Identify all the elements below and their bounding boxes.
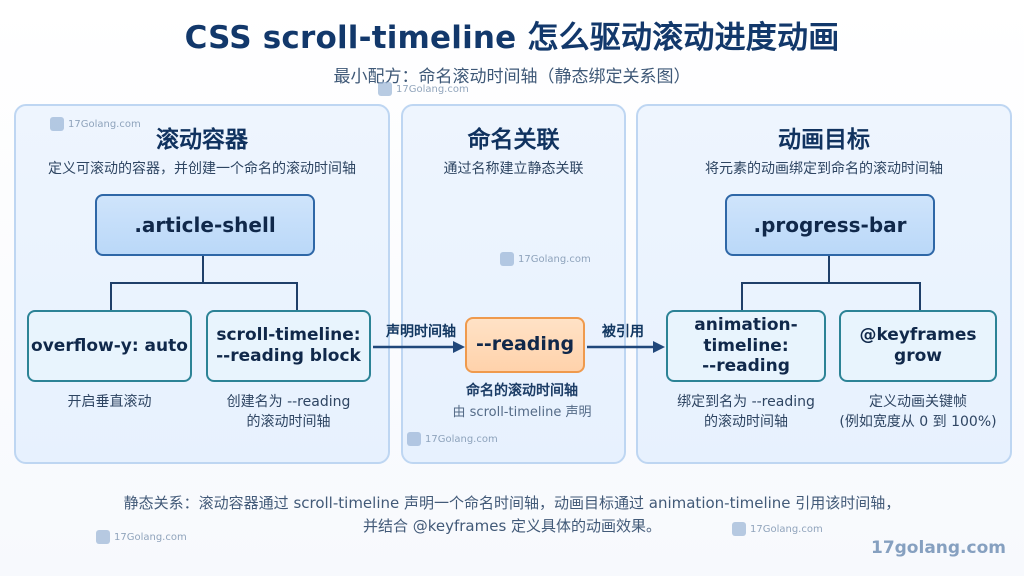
overflow-node: overflow-y: auto: [27, 310, 192, 382]
middle-to-right-arrow-head: [653, 341, 665, 353]
watermark-text: 17Golang.com: [425, 433, 498, 445]
animation-timeline-node: animation-timeline: --reading: [666, 310, 826, 382]
overflow-note-text: 开启垂直滚动: [67, 394, 152, 410]
watermark-text: 17Golang.com: [396, 83, 469, 95]
watermark-logo-icon: [732, 522, 746, 536]
left-panel: 滚动容器 定义可滚动的容器，并创建一个命名的滚动时间轴: [14, 104, 390, 464]
article-shell-node: .article-shell: [95, 194, 315, 256]
watermark-logo-icon: [378, 82, 392, 96]
middle-to-right-arrow: [587, 341, 665, 353]
middle-panel-subtitle: 通过名称建立静态关联: [443, 161, 584, 177]
footer-line-1: 静态关系：滚动容器通过 scroll-timeline 声明一个命名时间轴，动画…: [123, 494, 901, 512]
right-tree-horizontal-line: [741, 282, 921, 284]
scroll-timeline-node: scroll-timeline: --reading block: [206, 310, 371, 382]
watermark-text: 17Golang.com: [518, 253, 591, 265]
animation-timeline-line-1: animation-timeline:: [694, 314, 798, 356]
animation-timeline-note: 绑定到名为 --reading 的滚动时间轴: [664, 392, 828, 433]
scroll-timeline-line-2: --reading block: [216, 346, 361, 366]
middle-note-sub: 由 scroll-timeline 声明: [452, 405, 592, 420]
watermark-left-panel: 17Golang.com: [50, 117, 141, 131]
left-tree-left-drop: [110, 282, 112, 310]
scroll-timeline-line-1: scroll-timeline:: [216, 325, 361, 346]
watermark-logo-icon: [500, 252, 514, 266]
referenced-edge-label: 被引用: [602, 324, 644, 340]
left-panel-subtitle: 定义可滚动的容器，并创建一个命名的滚动时间轴: [48, 161, 356, 177]
keyframes-note-line-1: 定义动画关键帧: [869, 394, 967, 410]
watermark-text: 17Golang.com: [68, 118, 141, 130]
progress-bar-node: .progress-bar: [725, 194, 935, 256]
watermark-bottom-right: 17Golang.com: [732, 522, 823, 536]
scroll-timeline-note-line-1: 创建名为 --reading: [226, 394, 351, 410]
right-panel: 动画目标 将元素的动画绑定到命名的滚动时间轴: [636, 104, 1012, 464]
watermark-logo-icon: [50, 117, 64, 131]
watermark-logo-icon: [407, 432, 421, 446]
watermark-middle-bottom: 17Golang.com: [407, 432, 498, 446]
page-subtitle: 最小配方：命名滚动时间轴（静态绑定关系图）: [333, 67, 691, 87]
watermark-top: 17Golang.com: [378, 82, 469, 96]
right-panel-title: 动画目标: [778, 127, 870, 153]
reading-node: --reading: [465, 317, 585, 373]
watermark-text: 17Golang.com: [114, 531, 187, 543]
left-tree-right-drop: [296, 282, 298, 310]
scroll-timeline-note-line-2: 的滚动时间轴: [246, 414, 331, 431]
footer-line-2: 并结合 @keyframes 定义具体的动画效果。: [362, 517, 662, 535]
page-title: CSS scroll-timeline 怎么驱动滚动进度动画: [184, 20, 840, 56]
left-to-middle-arrow-head: [453, 341, 465, 353]
left-panel-title: 滚动容器: [156, 127, 248, 153]
scroll-timeline-note: 创建名为 --reading 的滚动时间轴: [206, 392, 371, 433]
left-tree-horizontal-line: [110, 282, 298, 284]
right-panel-subtitle: 将元素的动画绑定到命名的滚动时间轴: [705, 161, 943, 177]
animation-timeline-note-line-2: 的滚动时间轴: [704, 414, 788, 431]
brand-watermark: 17golang.com: [870, 538, 1006, 558]
keyframes-note: 定义动画关键帧 (例如宽度从 0 到 100%): [839, 392, 997, 433]
left-to-middle-arrow: [373, 341, 465, 353]
middle-note-main: 命名的滚动时间轴: [466, 383, 578, 399]
left-tree-vertical-line: [202, 256, 204, 282]
overflow-note: 开启垂直滚动: [27, 392, 192, 412]
watermark-middle: 17Golang.com: [500, 252, 591, 266]
animation-timeline-line-2: --reading: [702, 356, 790, 377]
declare-edge-label: 声明时间轴: [386, 324, 456, 340]
right-tree-right-drop: [919, 282, 921, 310]
right-tree-left-drop: [741, 282, 743, 310]
keyframes-grow-node: @keyframes grow: [839, 310, 997, 382]
watermark-logo-icon: [96, 530, 110, 544]
watermark-bottom-left: 17Golang.com: [96, 530, 187, 544]
keyframes-note-line-2: (例如宽度从 0 到 100%): [839, 414, 997, 431]
middle-panel: 命名关联 通过名称建立静态关联: [401, 104, 626, 464]
right-tree-vertical-line: [828, 256, 830, 282]
middle-panel-title: 命名关联: [467, 127, 560, 153]
watermark-text: 17Golang.com: [750, 523, 823, 535]
animation-timeline-note-line-1: 绑定到名为 --reading: [677, 394, 815, 410]
